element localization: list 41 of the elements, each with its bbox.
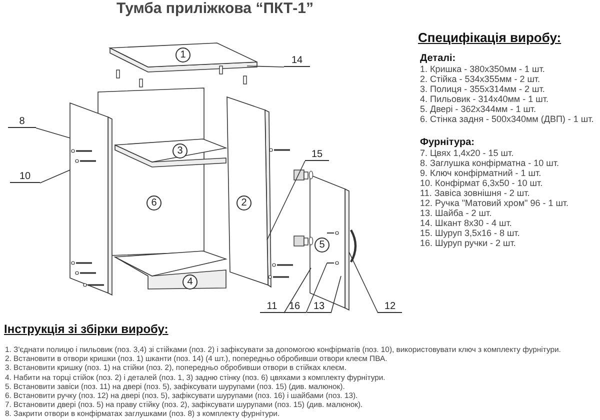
heading: Фурнітура: — [420, 137, 474, 148]
door-panel — [310, 175, 349, 310]
leader-line — [306, 262, 328, 314]
list-item: 16. Шуруп ручки - 2 шт. — [420, 238, 516, 248]
list-item: 6. Стінка задня - 500x340мм (ДВП) - 1 шт. — [420, 114, 594, 124]
heading: Деталі: — [420, 53, 456, 64]
heading: Інструкція зі збірки виробу: — [4, 322, 168, 336]
callout-number: 10 — [10, 171, 40, 183]
leader-line — [348, 252, 378, 314]
callout-number: 11 — [260, 301, 284, 313]
list-item: 5. Двері - 362x344мм - 1 шт. — [420, 104, 536, 114]
heading: Специфікація виробу: — [418, 30, 562, 45]
callout-number: 8 — [8, 116, 36, 128]
leader-line — [36, 128, 70, 138]
list-item: 12. Ручка "Матовий хром" 96 - 1 шт. — [420, 198, 569, 208]
list-item: 4. Пильовик - 314x40мм - 1 шт. — [420, 94, 548, 104]
leader-line — [266, 160, 306, 240]
list-item: 15. Шуруп 3,5x16 - 8 шт. — [420, 228, 520, 238]
callout-number: 14 — [284, 55, 310, 67]
callout-number: 16 — [283, 301, 306, 313]
side-panel — [70, 103, 112, 295]
shelf-panel — [115, 139, 226, 167]
top-panel — [110, 43, 257, 72]
leader-line — [284, 268, 312, 314]
leader-line — [40, 170, 70, 184]
leader-line — [246, 66, 284, 68]
callout-number: 12 — [378, 301, 402, 313]
callout-number: 15 — [305, 149, 329, 161]
list-item: 1. Кришка - 380x350мм - 1 шт. — [420, 64, 545, 74]
list-item: 8. Заглушка конфірматна - 10 шт. — [420, 158, 560, 168]
list-item: 7. Цвях 1,4x20 - 15 шт. — [420, 148, 514, 158]
list-item: 13. Шайба - 2 шт. — [420, 208, 492, 218]
list-item: 2. Стійка - 534x355мм - 2 шт. — [420, 74, 540, 84]
list-item: 14. Шкант 8x30 - 4 шт. — [420, 218, 512, 228]
list-item: 10. Конфірмат 6,3x50 - 10 шт. — [420, 178, 543, 188]
list-item: 9. Ключ конфірматний - 1 шт. — [420, 168, 542, 178]
list-item: 11. Завіса зовнішня - 2 шт. — [420, 188, 530, 198]
callout-number: 13 — [307, 301, 331, 313]
plinth-panel — [115, 251, 226, 289]
title: Тумба приліжкова “ПКТ-1” — [116, 0, 314, 17]
list-item: 3. Полиця - 355x314мм - 2 шт. — [420, 84, 545, 94]
